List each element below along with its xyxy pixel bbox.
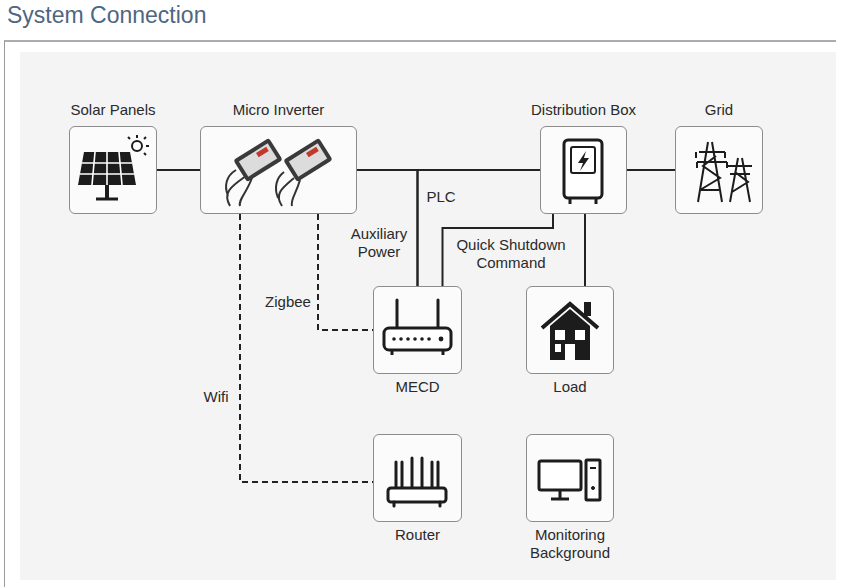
router-icon [388, 458, 446, 506]
node-label: Solar Panels [70, 101, 155, 119]
node-label: MECD [395, 378, 439, 396]
solar-panel-icon [78, 135, 149, 199]
mecd-device-icon [384, 300, 451, 355]
distribution-box-icon [564, 140, 602, 204]
node-label: Distribution Box [531, 101, 636, 119]
node-label: Load [553, 378, 586, 396]
house-icon [542, 302, 598, 360]
wire-connector [157, 169, 200, 171]
load-box: Load [526, 286, 614, 374]
node-label: Router [395, 526, 440, 544]
edge-label: Zigbee [258, 293, 318, 311]
page-title: System Connection [7, 1, 206, 29]
node-label: Micro Inverter [233, 101, 325, 119]
distribution-box: Distribution Box [540, 126, 627, 214]
node-label: Grid [705, 101, 733, 119]
mecd-box: MECD [373, 286, 462, 374]
grid-pylon-icon [696, 142, 752, 202]
edge-label: Quick Shutdown Command [444, 236, 578, 272]
wire-connector [584, 214, 586, 286]
frame-edge [4, 41, 5, 587]
solar-panel-box: Solar Panels [69, 126, 157, 214]
edge-label: Wifi [196, 388, 236, 406]
wireless-link [240, 214, 373, 482]
monitoring-box: Monitoring Background [526, 434, 614, 522]
edge-label: Auxiliary Power [342, 225, 416, 261]
computer-icon [539, 460, 600, 500]
node-label: Monitoring Background [520, 526, 620, 562]
inverter-box: Micro Inverter [200, 126, 357, 214]
grid-box: Grid [675, 126, 763, 214]
edge-label: PLC [423, 188, 459, 206]
wire-connector [627, 169, 675, 171]
router-box: Router [373, 434, 462, 522]
title-rule [4, 40, 836, 41]
micro-inverter-icon [226, 138, 333, 206]
panel-background [20, 52, 836, 580]
